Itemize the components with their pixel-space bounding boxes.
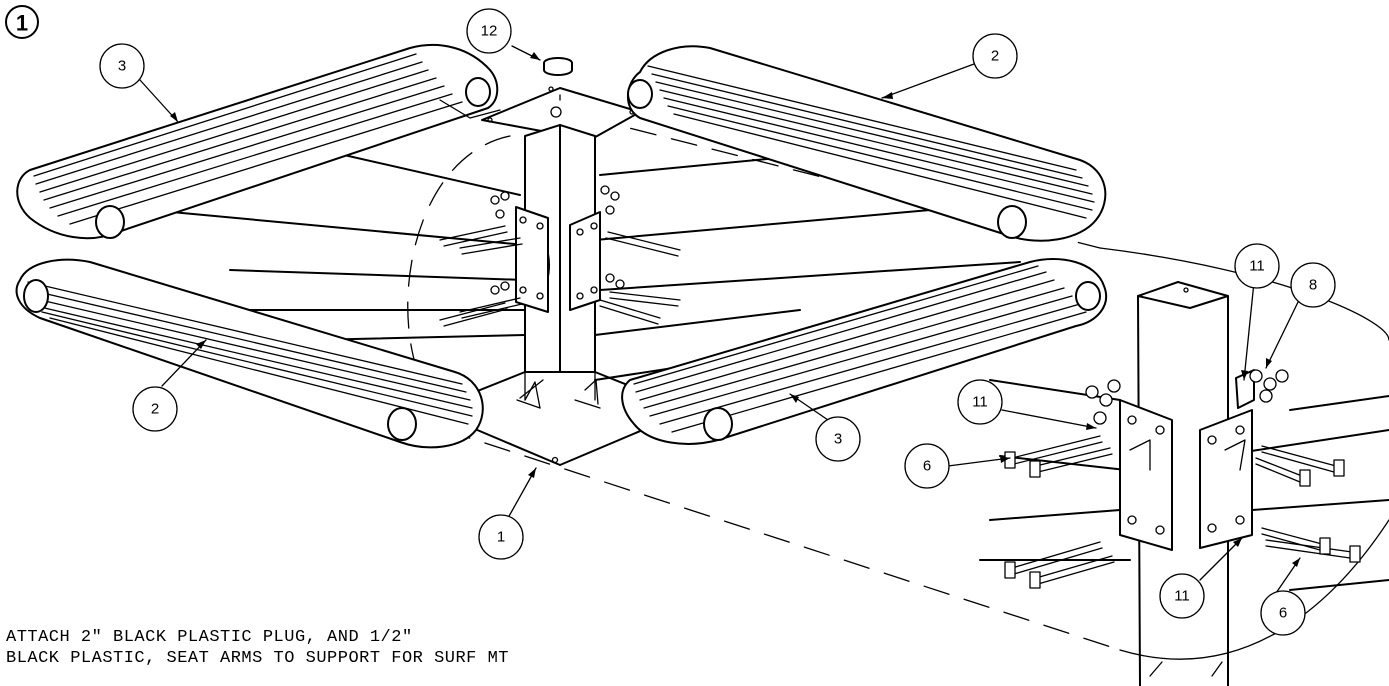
seat-upper-left [16, 44, 501, 240]
callout-2-upper-text: 2 [991, 48, 999, 65]
callout-11-top: 11 [1234, 243, 1280, 289]
callout-6-left: 6 [904, 443, 950, 489]
callout-11-middle: 11 [957, 379, 1003, 425]
callout-8: 8 [1290, 262, 1336, 308]
callout-2-upper: 2 [972, 33, 1018, 79]
callout-11-bottom-text: 11 [1174, 588, 1190, 605]
step-number-text: 1 [16, 11, 28, 36]
callout-11-middle-text: 11 [972, 394, 988, 411]
assembly-note-line-2: BLACK PLASTIC, SEAT ARMS TO SUPPORT FOR … [6, 649, 509, 668]
callout-11-top-text: 11 [1249, 258, 1265, 275]
mounting-brackets [515, 206, 601, 313]
callout-2-lower-text: 2 [151, 401, 159, 418]
seat-lower-left [15, 258, 484, 449]
plastic-plug [543, 57, 573, 76]
step-number-marker: 1 [5, 5, 39, 39]
detail-tubes [979, 379, 1389, 591]
callout-8-text: 8 [1309, 277, 1317, 294]
callout-12-text: 12 [481, 23, 498, 40]
callout-leaders [139, 45, 1301, 597]
callout-1-text: 1 [497, 529, 505, 546]
callout-6-left-text: 6 [923, 458, 931, 475]
bolt-set [439, 185, 681, 327]
seat-upper-right [626, 45, 1107, 242]
callout-12: 12 [466, 8, 512, 54]
callout-6-right-text: 6 [1279, 605, 1287, 622]
callout-3-upper: 3 [99, 43, 145, 89]
detail-bolts [1004, 369, 1361, 589]
seat-lower-right [621, 258, 1107, 445]
detail-brackets [1119, 369, 1255, 551]
callout-11-bottom: 11 [1159, 573, 1205, 619]
callout-6-right: 6 [1260, 590, 1306, 636]
assembly-note: ATTACH 2" BLACK PLASTIC PLUG, AND 1/2" B… [6, 627, 509, 669]
callout-2-lower: 2 [132, 386, 178, 432]
callout-3-lower: 3 [815, 416, 861, 462]
callout-1: 1 [478, 514, 524, 560]
callout-3-upper-text: 3 [118, 58, 126, 75]
assembly-note-line-1: ATTACH 2" BLACK PLASTIC PLUG, AND 1/2" [6, 628, 413, 647]
callout-3-lower-text: 3 [834, 431, 842, 448]
